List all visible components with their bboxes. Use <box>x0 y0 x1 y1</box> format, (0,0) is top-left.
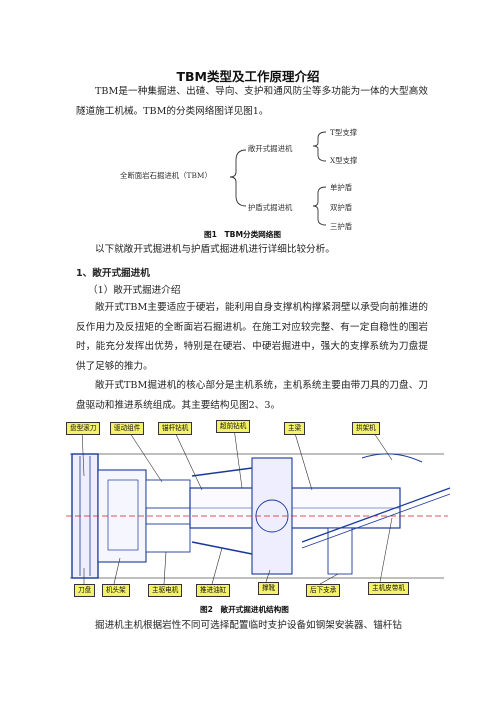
section1-subheading: （1）敞开式掘进介绍 <box>88 285 181 296</box>
tree-leaf-double: 双护盾 <box>330 203 353 212</box>
tree-leaf-single: 单护盾 <box>330 183 353 192</box>
tbm-drawing <box>66 427 451 585</box>
label-disc-cutter: 盘型滚刀 <box>66 422 101 435</box>
label-rear-support: 后下支承 <box>306 584 341 597</box>
figure2-caption: 图2 敞开式掘进机结构图 <box>200 605 289 614</box>
label-advance-drill: 超前钻机 <box>216 420 251 433</box>
paragraph-2: 敞开式TBM掘进机的核心部分是主机系统，主机系统主要由带刀具的刀盘、刀盘驱动和推… <box>76 380 428 411</box>
classification-tree: 全断面岩石掘进机（TBM） 敞开式掘进机 T型支撑 X型支撑 护盾式掘进机 单护… <box>0 122 496 232</box>
label-drive-assembly: 驱动组件 <box>110 422 145 435</box>
tbm-structure-figure: 盘型滚刀 驱动组件 锚杆钻机 超前钻机 主梁 拱架机 刀盘 机头架 主驱电机 推… <box>62 418 452 600</box>
tree-branch-shield: 护盾式掘进机 <box>248 203 293 212</box>
paragraph-1: 敞开式TBM主要适应于硬岩，能利用自身支撑机构撑紧洞壁以承受向前推进的反作用力及… <box>76 302 428 372</box>
label-gripper: 撑靴 <box>258 582 280 595</box>
label-head-frame: 机头架 <box>102 584 130 597</box>
tree-leaf-x: X型支撑 <box>330 156 358 165</box>
label-drive-motor: 主驱电机 <box>148 584 183 597</box>
intro-paragraph: TBM是一种集掘进、出碴、导向、支护和通风防尘等多功能为一体的大型高效隧道施工机… <box>76 86 428 117</box>
label-arch-erector: 拱架机 <box>352 422 380 435</box>
tree-leaf-t: T型支撑 <box>330 128 358 137</box>
label-main-conveyor: 主机皮带机 <box>368 582 409 595</box>
tree-root: 全断面岩石掘进机（TBM） <box>120 171 212 180</box>
last-paragraph: 掘进机主机根据岩性不同可选择配置临时支护设备如钢架安装器、锚杆钻 <box>95 620 402 631</box>
label-cutterhead: 刀盘 <box>74 584 96 597</box>
figure1-caption: 图1 TBM分类网络图 <box>204 230 281 239</box>
compare-line: 以下就敞开式掘进机与护盾式掘进机进行详细比较分析。 <box>95 244 335 255</box>
section1-heading: 1、敞开式掘进机 <box>76 268 150 279</box>
tree-branch-open: 敞开式掘进机 <box>248 144 293 153</box>
label-main-beam: 主梁 <box>284 422 306 435</box>
tree-brackets <box>229 131 327 226</box>
page-title: TBM类型及工作原理介绍 <box>176 69 320 84</box>
label-rock-bolter: 锚杆钻机 <box>158 422 193 435</box>
label-thrust-cylinder: 推进油缸 <box>196 584 231 597</box>
tree-leaf-triple: 三护盾 <box>330 222 353 231</box>
